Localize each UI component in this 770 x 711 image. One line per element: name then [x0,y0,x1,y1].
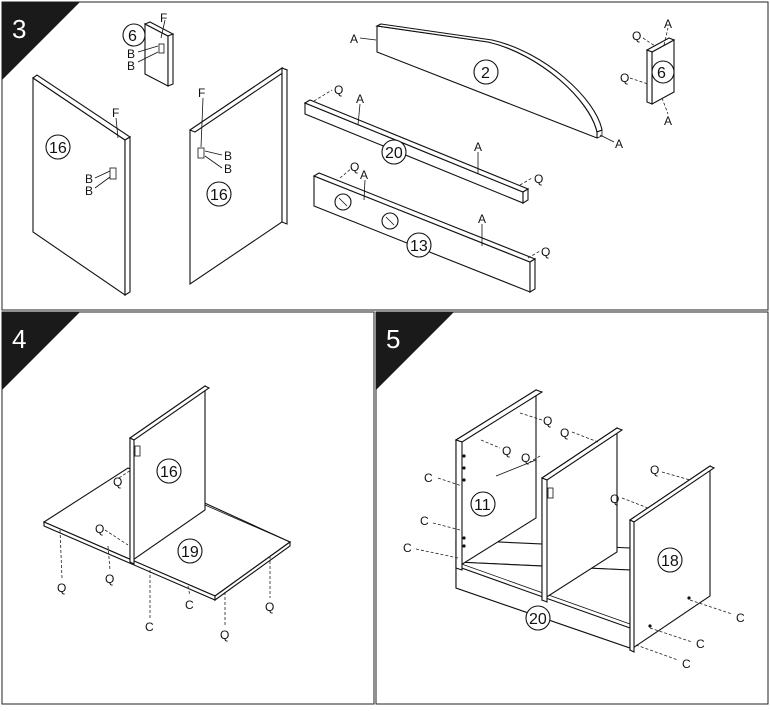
part-2-curved-top: A A [350,23,623,151]
part-callout-circle [657,547,683,573]
label-b: B [127,47,135,61]
label-c: C [403,541,412,555]
label-q: Q [521,451,530,465]
part-19-number: 19 [181,544,199,561]
label-q: Q [220,628,229,642]
label-c: C [682,657,691,671]
step-5-corner-tab [376,312,454,390]
part-16-middle-panel: F B B [188,66,289,286]
label-c: C [696,637,705,651]
label-b: B [85,184,93,198]
label-b: B [127,59,135,73]
part-callout-circle [122,23,146,47]
label-q: Q [650,463,659,477]
label-q: Q [105,572,114,586]
label-q: Q [543,414,552,428]
part-callout-circle [381,139,407,165]
label-b: B [224,149,232,163]
label-q: Q [632,29,641,43]
part-callout-circle [651,60,675,84]
part-13-number: 13 [410,238,428,255]
label-a: A [664,17,672,31]
part-callout-circle [156,458,182,484]
part-callout-circle [473,59,499,85]
step-4-frame [1,311,375,705]
part-callout-circle [206,181,232,207]
label-q: Q [610,492,619,506]
label-q: Q [350,160,359,174]
label-c: C [424,471,433,485]
part-callout-circle [406,232,432,258]
label-q: Q [334,83,343,97]
part-20-step5-number: 20 [529,611,547,628]
part-2-number: 2 [481,65,490,82]
label-a: A [478,212,486,226]
label-a: A [360,168,368,182]
step-5-frame [375,311,769,705]
step-3-number: 3 [12,14,26,44]
label-f: F [198,86,205,100]
label-q: Q [560,426,569,440]
part-6-top-number: 6 [128,28,137,45]
label-c: C [145,620,154,634]
part-6-right-number: 6 [657,65,666,82]
step-5-assembly: Q Q Q Q Q Q C C C C C C [403,389,745,671]
label-a: A [356,92,364,106]
part-16-left-number: 16 [49,140,67,157]
part-20-top-number: 20 [385,145,403,162]
label-a: A [664,114,672,128]
label-c: C [185,598,194,612]
part-16-step4-number: 16 [160,464,178,481]
part-20-rail: A A Q Q [303,83,543,204]
step-3-corner-tab [2,2,80,80]
part-16-left-panel: F B B [32,74,132,297]
label-c: C [420,514,429,528]
label-f: F [160,11,167,25]
part-callout-circle [470,491,496,517]
step-4-number: 4 [12,324,26,354]
label-q: Q [57,581,66,595]
label-a: A [615,137,623,151]
part-16-middle-number: 16 [210,187,228,204]
part-callout-circle [177,538,203,564]
label-f: F [112,106,119,120]
part-11-number: 11 [474,497,491,514]
part-18-number: 18 [661,553,679,570]
step-5-number: 5 [386,324,400,354]
label-q: Q [534,172,543,186]
label-q: Q [620,71,629,85]
label-q: Q [265,600,274,614]
part-callout-circle [45,134,71,160]
step-3-frame [1,1,769,311]
label-b: B [224,162,232,176]
step-4-corner-tab [2,312,80,390]
part-6-top-piece: F B B [127,11,175,87]
part-callout-circle [525,605,551,631]
label-q: Q [541,245,550,259]
label-b: B [85,172,93,186]
label-q: Q [113,475,122,489]
label-q: Q [502,444,511,458]
part-6-right-piece: A A Q Q [620,17,676,128]
part-13-rail: A A Q Q [312,160,550,293]
label-a: A [474,140,482,154]
label-c: C [736,611,745,625]
label-q: Q [95,522,104,536]
step-4-assembly: Q Q C C Q Q Q Q [42,384,292,642]
label-a: A [350,32,358,46]
